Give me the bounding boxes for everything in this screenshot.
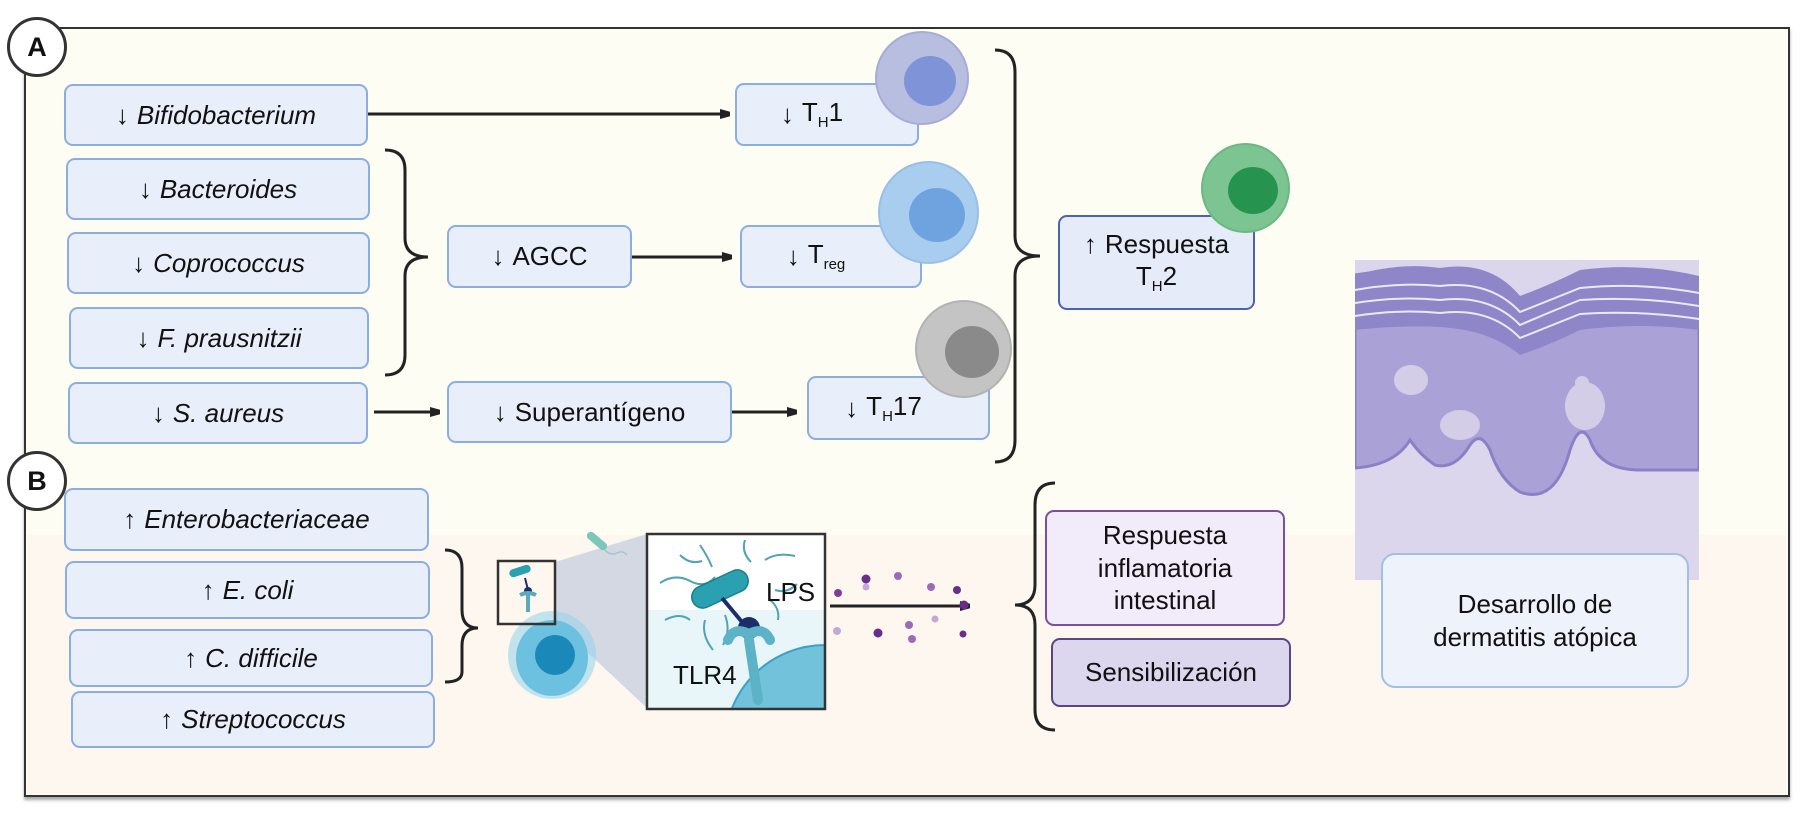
treg-label: Treg xyxy=(807,239,846,274)
th1-cell-icon xyxy=(875,31,969,125)
cytokine-dot xyxy=(908,635,916,643)
cytokine-dot xyxy=(959,630,967,638)
th1-box: ↓TH1 xyxy=(735,83,919,146)
lps-tlr4-zoom-panel xyxy=(645,532,827,711)
th2-response-label: Respuesta xyxy=(1104,228,1230,259)
bacteria-box-enterobacteriaceae: ↑Enterobacteriaceae xyxy=(64,488,429,551)
small-bacterium-icon xyxy=(509,564,537,612)
tlr4-label: TLR4 xyxy=(673,660,737,690)
cytokine-dot xyxy=(953,586,961,594)
bacteria-box-c-difficile: ↑C. difficile xyxy=(69,629,433,687)
cytokine-dot xyxy=(833,627,841,635)
decrease-arrow-icon: ↓ xyxy=(132,247,146,278)
bacteria-name: S. aureus xyxy=(172,397,285,428)
bacteria-name: Bifidobacterium xyxy=(136,99,317,130)
agcc-box: ↓AGCC xyxy=(447,225,632,288)
atopic-dermatitis-box: Desarrollo de dermatitis atópica xyxy=(1381,553,1689,688)
bacteria-box-bacteroides: ↓Bacteroides xyxy=(66,158,370,220)
bacteria-box-e-coli: ↑E. coli xyxy=(65,561,430,619)
bacteria-name: Streptococcus xyxy=(181,704,346,735)
decrease-arrow-icon: ↓ xyxy=(491,241,505,272)
zoom-cone xyxy=(555,534,647,708)
sensitization-box: Sensibilización xyxy=(1051,638,1291,707)
cytokine-dot xyxy=(931,615,939,623)
bacteria-name: Bacteroides xyxy=(159,173,298,204)
th2-cell-icon xyxy=(1201,143,1290,233)
free-bacterium-icon xyxy=(586,531,628,556)
th17-label: TH17 xyxy=(866,390,922,425)
brace-th2 xyxy=(994,48,1041,464)
lps-label: LPS xyxy=(766,577,816,607)
treg-cell-icon xyxy=(878,161,979,264)
cytokine-dot xyxy=(862,583,870,591)
cytokine-dot xyxy=(894,572,902,580)
bacteria-box-bifidobacterium: ↓Bifidobacterium xyxy=(64,84,368,146)
atopic-dermatitis-label: Desarrollo de dermatitis atópica xyxy=(1433,589,1637,652)
decrease-arrow-icon: ↓ xyxy=(845,392,859,423)
brace-agcc xyxy=(384,148,429,377)
decrease-arrow-icon: ↓ xyxy=(780,99,794,130)
panel-a-label: A xyxy=(7,17,67,77)
cytokine-dot xyxy=(834,589,842,597)
immune-cell-small xyxy=(508,611,596,699)
cytokine-dot xyxy=(959,600,969,610)
cytokine-dot xyxy=(873,628,883,638)
brace-outcomes xyxy=(1014,481,1056,732)
bacteria-name: Enterobacteriaceae xyxy=(144,504,370,535)
cytokine-dot xyxy=(927,583,935,591)
cytokine-dots xyxy=(833,572,969,643)
increase-arrow-icon: ↑ xyxy=(160,704,174,735)
intestinal-inflammation-box: Respuesta inflamatoria intestinal xyxy=(1045,510,1285,626)
decrease-arrow-icon: ↓ xyxy=(151,397,165,428)
superantigen-label: Superantígeno xyxy=(514,396,686,427)
th2-response-box: ↑Respuesta TH2 xyxy=(1058,215,1255,310)
bacteria-box-f-prausnitzii: ↓F. prausnitzii xyxy=(69,307,369,369)
sensitization-label: Sensibilización xyxy=(1085,657,1257,688)
th2-label: TH2 xyxy=(1135,261,1178,296)
th17-cell-icon xyxy=(915,300,1012,398)
bacteria-name: C. difficile xyxy=(205,642,318,673)
decrease-arrow-icon: ↓ xyxy=(493,396,507,427)
increase-arrow-icon: ↑ xyxy=(123,504,137,535)
decrease-arrow-icon: ↓ xyxy=(786,241,800,272)
brace-b-bacteria xyxy=(444,548,479,684)
decrease-arrow-icon: ↓ xyxy=(138,173,152,204)
bacteria-box-streptococcus: ↑Streptococcus xyxy=(71,691,435,748)
bacteria-name: Coprococcus xyxy=(153,247,305,278)
zoom-source-box xyxy=(496,559,557,626)
bacteria-name: E. coli xyxy=(222,574,294,605)
increase-arrow-icon: ↑ xyxy=(184,642,198,673)
decrease-arrow-icon: ↓ xyxy=(136,322,150,353)
decrease-arrow-icon: ↓ xyxy=(115,99,129,130)
agcc-label: AGCC xyxy=(512,241,588,272)
bacteria-box-s-aureus: ↓S. aureus xyxy=(68,382,368,444)
increase-arrow-icon: ↑ xyxy=(201,574,215,605)
th1-label: TH1 xyxy=(801,97,844,132)
bacteria-name: F. prausnitzii xyxy=(157,322,302,353)
panel-b-label: B xyxy=(7,451,67,511)
cytokine-dot xyxy=(905,621,913,629)
intestinal-inflammation-label: Respuesta inflamatoria intestinal xyxy=(1097,520,1233,616)
superantigen-box: ↓Superantígeno xyxy=(447,381,732,443)
bacteria-box-coprococcus: ↓Coprococcus xyxy=(67,232,370,294)
cytokine-dot xyxy=(861,574,871,584)
increase-arrow-icon: ↑ xyxy=(1083,228,1097,259)
